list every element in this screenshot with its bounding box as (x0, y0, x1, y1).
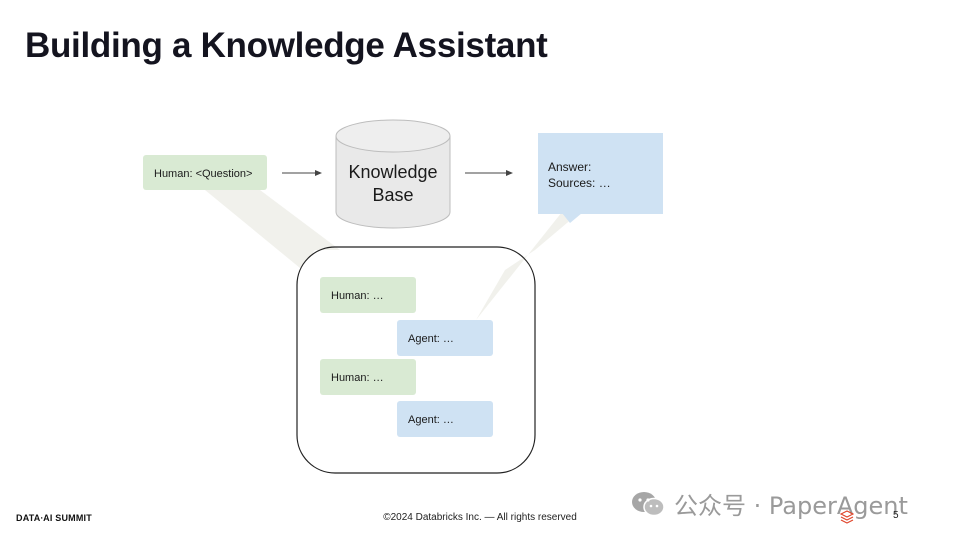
question-box: Human: <Question> (143, 155, 267, 190)
conversation-message: Agent: … (397, 401, 493, 437)
databricks-logo-icon (840, 510, 854, 524)
knowledge-base-label-line1: Knowledge (348, 162, 437, 182)
arrow-question-to-kb (282, 170, 322, 176)
watermark-text: 公众号 · PaperAgent (674, 492, 908, 520)
question-box-label: Human: <Question> (154, 168, 252, 180)
copyright-notice: ©2024 Databricks Inc. — All rights reser… (383, 512, 577, 523)
conversation-container (296, 246, 536, 474)
knowledge-base-label-line2: Base (372, 185, 413, 205)
slide-title: Building a Knowledge Assistant (25, 26, 548, 65)
knowledge-base-cylinder: Knowledge Base (335, 119, 451, 229)
watermark: 公众号 · PaperAgent (630, 486, 908, 521)
conversation-message: Human: … (320, 359, 416, 395)
beam-question-to-conversation (205, 190, 340, 268)
sources-label: Sources: … (548, 176, 611, 190)
page-number: 5 (893, 510, 899, 521)
wechat-icon (632, 491, 665, 516)
answer-label: Answer: (548, 160, 591, 174)
human-message-label: Human: … (331, 372, 384, 384)
answer-callout: Answer: Sources: … (538, 133, 663, 223)
summit-logo: DATA∙AI SUMMIT (16, 513, 92, 523)
human-message-label: Human: … (331, 290, 384, 302)
agent-message-label: Agent: … (408, 414, 454, 426)
conversation-message: Human: … (320, 277, 416, 313)
agent-message-label: Agent: … (408, 333, 454, 345)
arrow-kb-to-answer (465, 170, 513, 176)
conversation-message: Agent: … (397, 320, 493, 356)
beam-conversation-to-answer (476, 212, 580, 320)
